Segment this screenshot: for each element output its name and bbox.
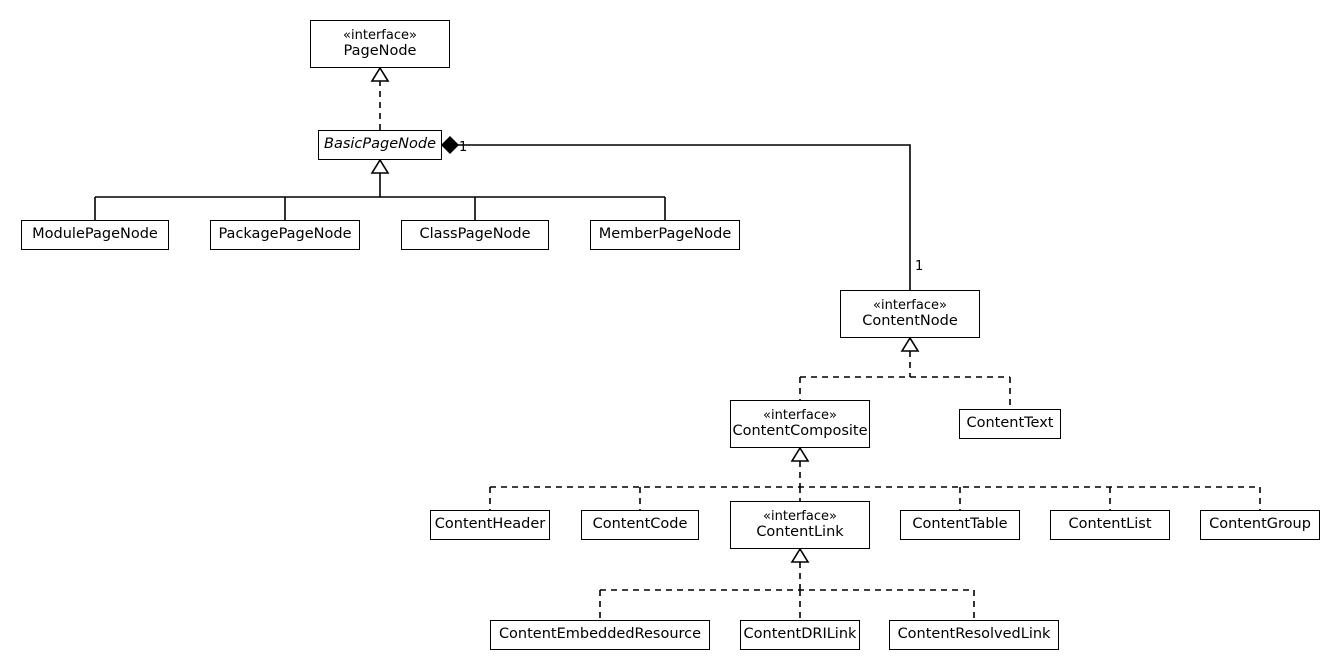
edge-pagenode-subclass-generalizations [94, 158, 666, 220]
class-name-label: ContentDRILink [743, 626, 857, 643]
multiplicity-label-composition-target: 1 [915, 259, 924, 274]
class-name-label: ContentNode [862, 313, 958, 330]
class-name-label: ContentGroup [1209, 516, 1311, 533]
class-box-class-page-node[interactable]: ClassPageNode [401, 220, 549, 250]
edge-contentnode-realizations [799, 336, 1011, 409]
class-box-content-composite[interactable]: «interface» ContentComposite [730, 400, 870, 448]
class-box-content-table[interactable]: ContentTable [900, 510, 1020, 540]
class-box-package-page-node[interactable]: PackagePageNode [210, 220, 360, 250]
class-name-label: BasicPageNode [324, 136, 436, 153]
class-name-label: ContentResolvedLink [897, 626, 1051, 643]
class-name-label: PackagePageNode [218, 226, 352, 243]
class-name-label: ContentComposite [732, 423, 868, 440]
class-name-label: ModulePageNode [32, 226, 158, 243]
class-name-label: PageNode [343, 43, 417, 60]
stereotype-label: «interface» [343, 27, 417, 43]
class-name-label: ContentHeader [434, 516, 546, 533]
class-box-content-dri-link[interactable]: ContentDRILink [740, 620, 860, 650]
class-name-label: ContentText [966, 415, 1054, 432]
class-name-label: ContentList [1068, 516, 1152, 533]
multiplicity-label-composition-source: 1 [459, 140, 468, 155]
edge-contentlink-realizations [599, 547, 975, 620]
class-box-module-page-node[interactable]: ModulePageNode [21, 220, 169, 250]
class-name-label: ContentLink [756, 524, 844, 541]
stereotype-label: «interface» [763, 508, 837, 524]
stereotype-label: «interface» [873, 297, 947, 313]
edge-basicpagenode-composes-contentnode [441, 136, 911, 290]
class-box-content-header[interactable]: ContentHeader [430, 510, 550, 540]
class-box-content-text[interactable]: ContentText [959, 409, 1061, 439]
class-name-label: ContentEmbeddedResource [498, 626, 702, 643]
edge-basicpagenode-realizes-pagenode [370, 66, 390, 130]
class-box-content-group[interactable]: ContentGroup [1200, 510, 1320, 540]
class-box-basic-page-node[interactable]: BasicPageNode [318, 130, 442, 160]
class-box-content-node[interactable]: «interface» ContentNode [840, 290, 980, 338]
class-box-content-link[interactable]: «interface» ContentLink [730, 501, 870, 549]
class-name-label: ClassPageNode [419, 226, 531, 243]
edge-contentcomposite-realizations [489, 446, 1261, 510]
class-box-content-embedded-resource[interactable]: ContentEmbeddedResource [490, 620, 710, 650]
class-box-member-page-node[interactable]: MemberPageNode [590, 220, 740, 250]
class-box-content-code[interactable]: ContentCode [581, 510, 699, 540]
class-box-content-list[interactable]: ContentList [1050, 510, 1170, 540]
stereotype-label: «interface» [763, 407, 837, 423]
class-box-page-node[interactable]: «interface» PageNode [310, 20, 450, 68]
class-name-label: ContentTable [912, 516, 1008, 533]
class-box-content-resolved-link[interactable]: ContentResolvedLink [889, 620, 1059, 650]
class-name-label: MemberPageNode [598, 226, 732, 243]
class-name-label: ContentCode [592, 516, 688, 533]
